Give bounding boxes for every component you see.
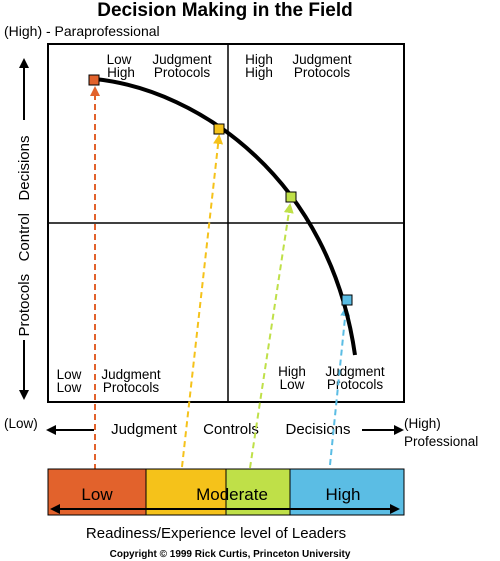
readiness-band-bar: Low Moderate High [47, 468, 405, 516]
band-moderate-high [225, 468, 291, 516]
horizontal-axis-word-judgment: Judgment [111, 421, 178, 438]
svg-text:Protocols: Protocols [154, 65, 211, 80]
quadrant-top-right: High High Judgment Protocols [245, 52, 352, 80]
horizontal-axis-professional-label: Professional [404, 434, 478, 449]
horizontal-axis-high-label: (High) [404, 416, 441, 431]
svg-text:Low: Low [57, 367, 82, 382]
svg-text:High: High [107, 65, 135, 80]
decision-curve [94, 77, 357, 356]
svg-text:High: High [245, 65, 273, 80]
quadrant-bottom-right: High Low Judgment Protocols [278, 364, 385, 392]
marker-low [88, 74, 100, 86]
band-label-moderate: Moderate [196, 485, 268, 504]
horizontal-axis-word-decisions: Decisions [285, 421, 350, 438]
copyright-text: Copyright © 1999 Rick Curtis, Princeton … [110, 549, 351, 560]
band-label-high: High [326, 485, 361, 504]
band-high [289, 468, 405, 516]
marker-moderate-high [285, 191, 297, 203]
dashed-arrow-high [329, 306, 351, 466]
band-moderate [145, 468, 227, 516]
svg-text:Low: Low [57, 380, 82, 395]
dashed-arrow-moderate [181, 134, 224, 468]
svg-text:Low: Low [107, 52, 132, 67]
dashed-arrow-moderate-high [249, 203, 294, 469]
horizontal-axis-low-label: (Low) [4, 416, 38, 431]
top-left-label: (High) - Paraprofessional [4, 23, 160, 39]
band-label-low: Low [81, 485, 113, 504]
svg-text:High: High [245, 52, 273, 67]
svg-text:Judgment: Judgment [325, 364, 385, 379]
readiness-caption: Readiness/Experience level of Leaders [86, 525, 346, 542]
marker-moderate [213, 123, 225, 135]
svg-text:Judgment: Judgment [292, 52, 352, 67]
svg-text:Judgment: Judgment [152, 52, 212, 67]
svg-text:Protocols: Protocols [103, 380, 160, 395]
diagram-title: Decision Making in the Field [97, 0, 352, 21]
quadrant-top-left: Low High Judgment Protocols [107, 52, 212, 80]
svg-text:Protocols: Protocols [294, 65, 351, 80]
quadrant-bottom-left: Low Low Judgment Protocols [57, 367, 161, 395]
vertical-axis-label: Protocols Control Decisions [16, 136, 33, 337]
svg-text:Protocols: Protocols [327, 377, 384, 392]
svg-text:Low: Low [280, 377, 305, 392]
band-low [47, 468, 147, 516]
svg-text:Judgment: Judgment [101, 367, 161, 382]
svg-text:High: High [278, 364, 306, 379]
horizontal-axis-word-controls: Controls [203, 421, 259, 438]
marker-high [341, 294, 353, 306]
